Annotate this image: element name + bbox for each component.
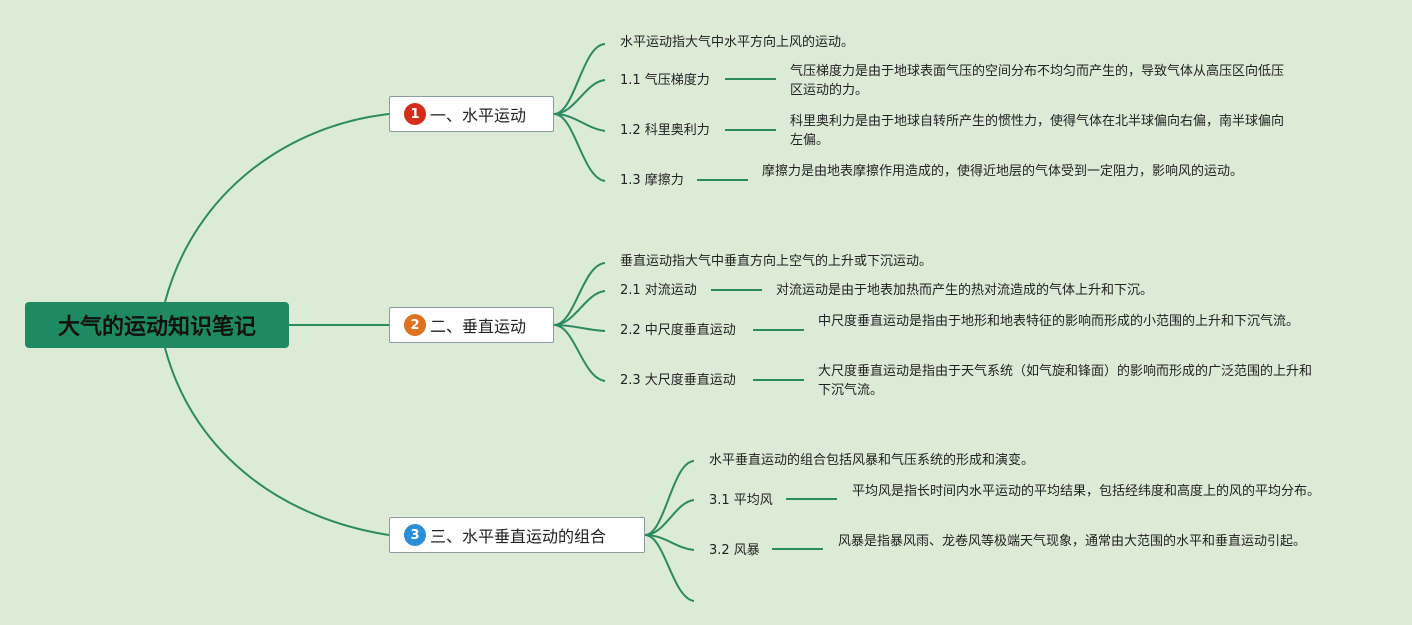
topic-friction-force[interactable]: 1.3 摩擦力: [620, 173, 684, 188]
link-b2-item1: [553, 290, 606, 326]
branch-1-intro[interactable]: 水平运动指大气中水平方向上风的运动。: [620, 35, 855, 50]
link-b3-item1: [644, 499, 695, 536]
link-root-branch-3: [164, 347, 390, 536]
topic-coriolis-force[interactable]: 1.2 科里奥利力: [620, 123, 710, 138]
desc-mean-wind[interactable]: 平均风是指长时间内水平运动的平均结果，包括经纬度和高度上的风的平均分布。: [852, 484, 1321, 499]
branch-label: 一、水平运动: [430, 106, 527, 125]
desc-friction-force[interactable]: 摩擦力是由地表摩擦作用造成的，使得近地层的气体受到一定阻力，影响风的运动。: [762, 164, 1244, 179]
link-b3-empty: [644, 534, 695, 602]
branch-3-intro[interactable]: 水平垂直运动的组合包括风暴和气压系统的形成和演变。: [709, 453, 1035, 468]
desc-coriolis-force[interactable]: 科里奥利力是由于地球自转所产生的惯性力，使得气体在北半球偏向右偏，南半球偏向左偏…: [790, 114, 1285, 148]
link-b2-intro: [553, 262, 606, 326]
number-badge-icon: 3: [404, 524, 426, 546]
link-b3-intro: [644, 460, 695, 536]
branch-label: 三、水平垂直运动的组合: [430, 527, 607, 546]
topic-pressure-gradient-force[interactable]: 1.1 气压梯度力: [620, 73, 710, 88]
link-b1-intro: [553, 43, 606, 115]
desc-large-scale-vertical-motion[interactable]: 大尺度垂直运动是指由于天气系统（如气旋和锋面）的影响而形成的广泛范围的上升和下沉…: [818, 364, 1313, 398]
branch-node-combined-motion[interactable]: 3 三、水平垂直运动的组合: [389, 517, 645, 553]
link-root-branch-1: [164, 113, 390, 303]
number-badge-icon: 1: [404, 103, 426, 125]
branch-label: 二、垂直运动: [430, 317, 527, 336]
root-title: 大气的运动知识笔记: [57, 315, 256, 340]
topic-large-scale-vertical-motion[interactable]: 2.3 大尺度垂直运动: [620, 373, 736, 388]
link-b1-item1: [553, 79, 606, 115]
link-b2-item3: [553, 324, 606, 382]
topic-mean-wind[interactable]: 3.1 平均风: [709, 493, 773, 508]
branch-2-intro[interactable]: 垂直运动指大气中垂直方向上空气的上升或下沉运动。: [620, 254, 933, 269]
link-b1-item3: [553, 113, 606, 182]
topic-storm[interactable]: 3.2 风暴: [709, 543, 760, 558]
desc-storm[interactable]: 风暴是指暴风雨、龙卷风等极端天气现象，通常由大范围的水平和垂直运动引起。: [838, 534, 1307, 549]
root-node[interactable]: 大气的运动知识笔记: [25, 302, 289, 348]
branch-node-horizontal-motion[interactable]: 1 一、水平运动: [389, 96, 554, 132]
desc-convection[interactable]: 对流运动是由于地表加热而产生的热对流造成的气体上升和下沉。: [776, 283, 1154, 298]
topic-convection[interactable]: 2.1 对流运动: [620, 283, 697, 298]
number-badge-icon: 2: [404, 314, 426, 336]
desc-pressure-gradient-force[interactable]: 气压梯度力是由于地球表面气压的空间分布不均匀而产生的，导致气体从高压区向低压区运…: [790, 64, 1285, 98]
desc-mesoscale-vertical-motion[interactable]: 中尺度垂直运动是指由于地形和地表特征的影响而形成的小范围的上升和下沉气流。: [818, 314, 1300, 329]
topic-mesoscale-vertical-motion[interactable]: 2.2 中尺度垂直运动: [620, 323, 736, 338]
branch-node-vertical-motion[interactable]: 2 二、垂直运动: [389, 307, 554, 343]
